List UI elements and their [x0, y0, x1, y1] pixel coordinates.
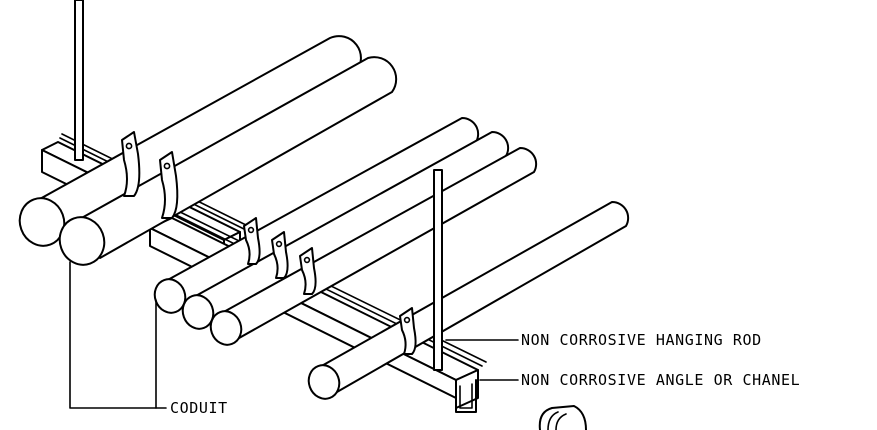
channel-end-profile: [455, 369, 479, 413]
partial-fitting: [538, 405, 587, 430]
leader-lines: [69, 261, 519, 409]
right-hanging-rod: [433, 169, 443, 371]
conduit-pipe-4: [181, 130, 510, 330]
label-angle-channel: NON CORROSIVE ANGLE OR CHANEL: [521, 371, 800, 389]
pipe-strap-1: [121, 131, 141, 197]
label-conduit: CODUIT: [170, 399, 228, 417]
conduit-pipe-2: [58, 56, 398, 266]
left-hanging-rod: [74, 0, 84, 161]
conduit-pipe-5: [209, 146, 538, 346]
label-hanging-rod: NON CORROSIVE HANGING ROD: [521, 331, 762, 349]
pipe-strap-2: [159, 151, 179, 219]
pipe-strap-3: [243, 217, 261, 265]
pipe-strap-6: [399, 307, 417, 355]
pipe-strap-4: [271, 231, 289, 279]
pipe-strap-5: [299, 247, 317, 295]
conduit-pipe-6: [307, 200, 630, 400]
